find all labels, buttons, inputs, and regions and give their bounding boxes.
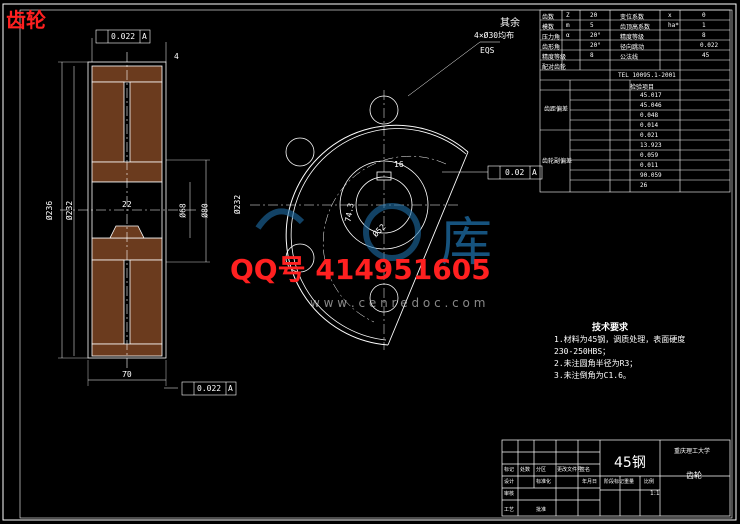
param-cell: 模数	[542, 24, 555, 31]
param-cell: 20	[590, 12, 598, 19]
param-cell: 配对齿轮	[542, 64, 567, 71]
param-cell: 精度等级	[542, 54, 567, 61]
param-cell: Z	[566, 12, 570, 19]
tech-req-item: 1.材料为45钢，调质处理，表面硬度	[554, 335, 686, 344]
dim-face-width: 70	[122, 370, 132, 379]
hole-pattern-sub: EQS	[480, 46, 495, 55]
dim-outer-diameter: Ø236	[45, 200, 55, 221]
tolerance-bottom-value: 0.022	[197, 384, 222, 393]
title-block-label: 比例	[644, 479, 655, 485]
page-title: 齿轮	[6, 8, 46, 32]
roughness-note: 其余	[500, 18, 520, 29]
param-cell: 公法线	[620, 54, 639, 61]
dim-keyway: 22	[122, 200, 132, 209]
tech-req-item: 3.未注倒角为C1.6。	[554, 371, 631, 380]
param-value: 26	[640, 182, 648, 189]
param-cell: x	[668, 12, 672, 19]
param-section-title: 检验项目	[630, 84, 655, 91]
param-cell: 5	[590, 22, 594, 29]
params-table-grid	[539, 9, 731, 193]
param-cell: 8	[702, 32, 706, 39]
title-block-label: 更改文件号	[557, 467, 583, 473]
param-cell: ha*	[668, 22, 679, 29]
tolerance-frame-top	[95, 29, 151, 44]
param-value: 0.059	[640, 152, 659, 159]
param-cell: 径向跳动	[620, 44, 645, 51]
tech-req-item: 230-250HBS；	[554, 347, 611, 356]
watermark-logo-text: 库	[440, 213, 493, 273]
title-block-scale: 1:1	[650, 490, 660, 497]
title-block-part-name: 齿轮	[686, 471, 702, 480]
lightening-hole	[285, 137, 315, 167]
drawing-border	[2, 3, 737, 521]
tech-req-title: 技术要求	[592, 323, 629, 333]
title-block-label: 批准	[536, 507, 547, 513]
param-cell: 齿数	[542, 14, 555, 21]
title-block-label: 标记	[504, 467, 515, 473]
param-cell: 20°	[590, 32, 601, 39]
title-block-label: 阶段标记	[604, 479, 625, 485]
hole-pattern-label: 4×Ø30均布	[474, 31, 515, 40]
title-block-label: 重量	[624, 479, 635, 485]
param-cell: 压力角	[542, 34, 561, 41]
param-value: 0.021	[640, 132, 659, 139]
tolerance-bottom-datum: A	[228, 384, 233, 393]
watermark-logo	[255, 203, 421, 261]
param-cell: 8	[590, 52, 594, 59]
title-block-label: 签名	[580, 467, 591, 473]
param-cell: 1	[702, 22, 706, 29]
param-cell: 20°	[590, 42, 601, 49]
title-block-label: 设计	[504, 479, 515, 485]
param-cell: 45	[702, 52, 710, 59]
param-group-2: 齿轮副偏差	[542, 158, 573, 165]
watermark-url: w w w . c e n r e d o c . c o m	[310, 296, 486, 310]
tolerance-frame-right	[487, 165, 543, 180]
param-value: 45.017	[640, 92, 662, 99]
dim-hub-diameter: Ø80	[200, 203, 210, 218]
watermark-qq: QQ号 414951605	[230, 253, 491, 286]
param-cell: 0	[702, 12, 706, 19]
title-block-material: 45钢	[614, 455, 646, 471]
dim-key-width: 16	[394, 160, 404, 169]
dim-root-diameter: Ø232	[65, 200, 75, 221]
gear-section-view	[58, 38, 210, 389]
param-value: 90.059	[640, 172, 662, 179]
tolerance-frame-bottom	[181, 381, 237, 396]
param-group-1: 齿距偏差	[544, 106, 569, 113]
lightening-hole	[285, 243, 315, 273]
title-block-label: 处数	[520, 467, 531, 473]
param-standard: TEL 10095.1-2001	[618, 72, 676, 79]
gear-front-view	[250, 41, 500, 350]
param-cell: m	[566, 22, 570, 29]
tolerance-top-datum: A	[142, 32, 147, 41]
tech-req-item: 2.未注圆角半径为R3；	[554, 359, 638, 368]
param-value: 0.014	[640, 122, 659, 129]
title-block-label: 分区	[536, 467, 547, 473]
title-block-grid	[501, 439, 731, 517]
param-cell: 变位系数	[620, 14, 645, 21]
tolerance-top-value: 0.022	[111, 32, 136, 41]
dim-pitch-diameter: Ø232	[233, 194, 243, 215]
title-block-school: 重庆理工大学	[674, 448, 711, 455]
param-cell: 齿顶高系数	[620, 24, 651, 31]
param-value: 0.048	[640, 112, 659, 119]
tolerance-right-value: 0.02	[505, 168, 525, 177]
tolerance-right-datum: A	[532, 168, 537, 177]
dim-bore-diameter: Ø68	[178, 203, 188, 218]
title-block-label: 年月日	[582, 479, 598, 485]
drawing-inner-frame	[19, 9, 733, 519]
param-value: 13.923	[640, 142, 662, 149]
param-cell: α	[566, 32, 570, 39]
title-block-label: 审核	[504, 491, 515, 497]
title-block-label: 工艺	[504, 507, 515, 513]
param-cell: 精度等级	[620, 34, 645, 41]
dim-chamfer: 4	[174, 52, 179, 61]
param-cell: 0.022	[700, 42, 719, 49]
param-value: 0.011	[640, 162, 659, 169]
title-block-label: 标准化	[536, 479, 552, 485]
param-value: 45.046	[640, 102, 662, 109]
param-cell: 齿形角	[542, 44, 561, 51]
